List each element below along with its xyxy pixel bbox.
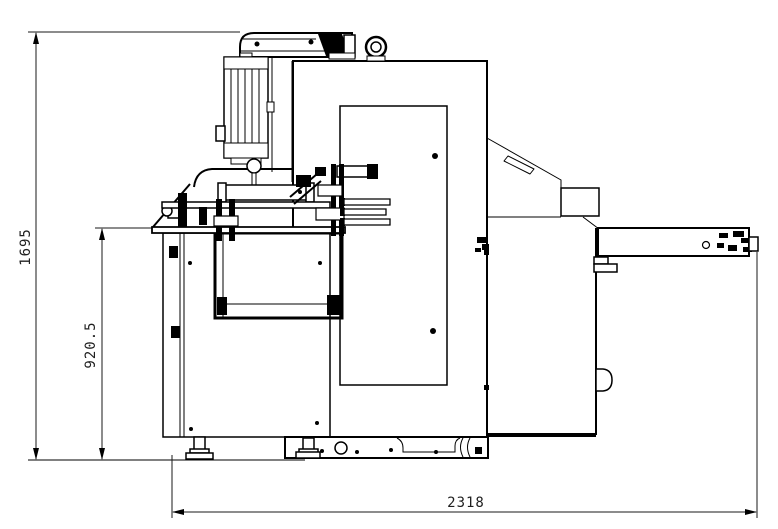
door-knob	[430, 328, 436, 334]
cabinet-hinge	[169, 246, 178, 258]
dimension-overall-height: 1695	[18, 32, 240, 460]
leveling-feet	[186, 437, 320, 459]
pusher-rods	[340, 198, 390, 226]
fence-bar	[194, 169, 293, 187]
lifting-eyebolt-icon	[366, 37, 386, 61]
access-door-panel	[340, 106, 447, 385]
support-column	[267, 57, 292, 182]
shoulder-slot	[504, 156, 534, 174]
leveling-foot	[296, 438, 320, 458]
dimension-overall-length: 2318	[172, 252, 757, 518]
dimension-label-table-height: 920.5	[83, 321, 99, 368]
dimension-label-overall-length: 2318	[447, 495, 485, 511]
dimension-table-height: 920.5	[83, 228, 166, 460]
side-bracket	[594, 257, 608, 264]
main-housing	[293, 37, 599, 437]
arm-end-stop	[749, 237, 758, 251]
dimension-label-overall-height: 1695	[18, 228, 34, 266]
motor-assembly	[216, 33, 355, 182]
base-rail	[285, 437, 488, 458]
table-top	[152, 227, 345, 233]
leveling-foot	[186, 437, 213, 459]
side-latch	[596, 369, 612, 391]
right-side-panel	[487, 228, 617, 437]
saw-table-assembly	[152, 159, 489, 252]
cabinet-hinge	[171, 326, 180, 338]
motor-body	[216, 57, 268, 164]
outfeed-arm	[598, 228, 758, 256]
left-cabinet	[163, 233, 330, 437]
door-knob	[432, 153, 438, 159]
